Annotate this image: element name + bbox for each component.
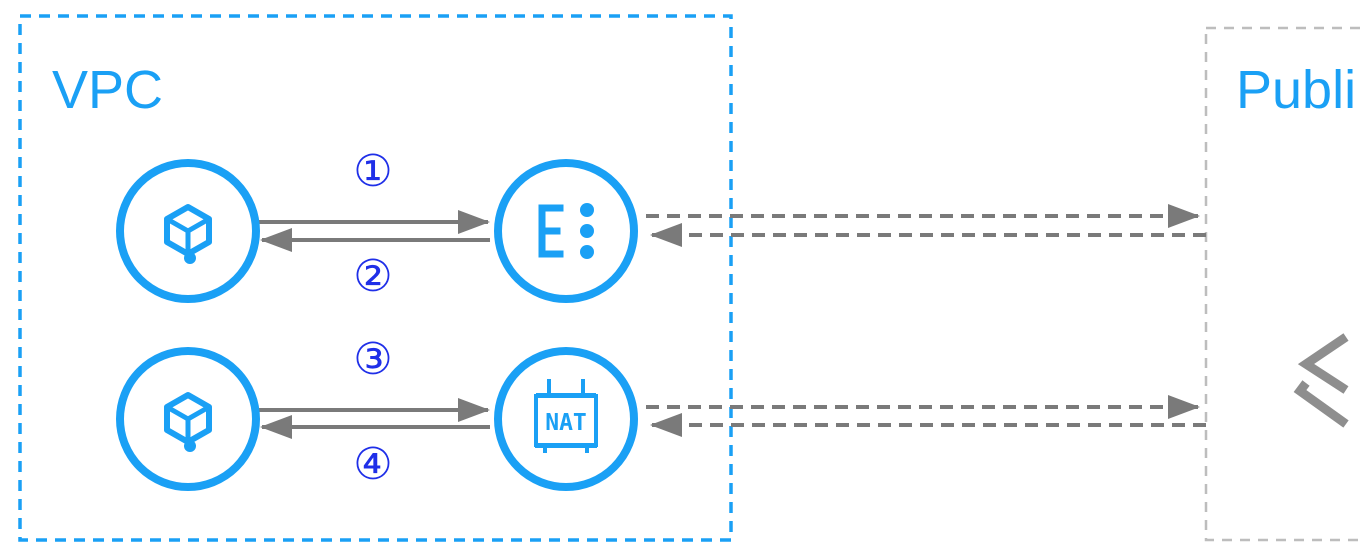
dashed-arrows bbox=[646, 204, 1206, 437]
cube-instance-icon bbox=[164, 204, 212, 264]
eip-gateway-node bbox=[494, 159, 638, 303]
vpc-zone-title: VPC bbox=[52, 60, 163, 120]
instance-a-node bbox=[116, 159, 260, 303]
public-zone: Publi bbox=[1204, 26, 1365, 542]
public-zone-title: Publi bbox=[1236, 60, 1356, 120]
vpc-zone: VPC bbox=[18, 14, 733, 542]
cube-instance-icon bbox=[164, 392, 212, 452]
nat-gateway-icon: NAT bbox=[534, 379, 598, 453]
layers-icon bbox=[1293, 333, 1349, 428]
public-zone-border bbox=[1204, 26, 1365, 542]
step-label-1: ① bbox=[353, 146, 392, 197]
eip-icon bbox=[538, 203, 594, 259]
vpc-zone-border bbox=[18, 14, 733, 542]
step-label-3: ③ bbox=[353, 334, 392, 385]
nat-label: NAT bbox=[545, 410, 587, 436]
nat-gateway-node: NAT bbox=[494, 347, 638, 491]
step-labels: ① ② ③ ④ bbox=[353, 146, 392, 490]
step-label-2: ② bbox=[353, 251, 392, 302]
step-label-4: ④ bbox=[353, 439, 392, 490]
instance-b-node bbox=[116, 347, 260, 491]
solid-arrows bbox=[258, 210, 490, 439]
